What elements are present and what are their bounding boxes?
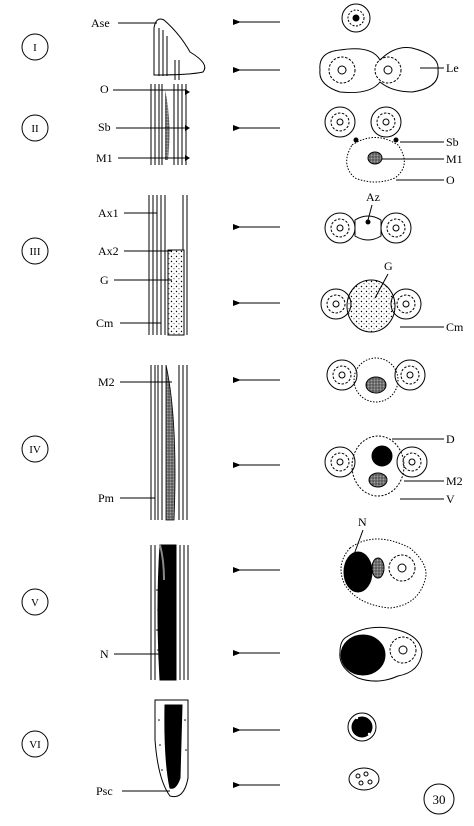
label-cm-cross: Cm: [446, 320, 464, 334]
longitudinal-section-stage-3: [148, 195, 188, 336]
svg-text:II: II: [31, 123, 39, 135]
label-m2-cross: M2: [446, 474, 463, 488]
cross-section-3: [324, 106, 405, 183]
cross-section-11: [348, 767, 380, 791]
cross-section-6: [326, 357, 426, 403]
cross-section-5: [320, 279, 422, 333]
cross-section-10: [347, 712, 377, 742]
cross-section-9: [339, 626, 423, 682]
cross-section-1: [341, 3, 371, 33]
svg-text:I: I: [33, 42, 37, 54]
label-cm: Cm: [96, 316, 114, 330]
stage-label-5: V: [21, 588, 49, 616]
svg-text:V: V: [31, 597, 39, 609]
longitudinal-section-top: [150, 18, 206, 165]
svg-text:III: III: [30, 246, 41, 258]
stage-label-3: III: [21, 237, 49, 265]
section-arrows: [233, 19, 280, 788]
label-psc: Psc: [96, 784, 113, 798]
label-m1-cross: M1: [446, 152, 463, 166]
longitudinal-section-stage-6: [154, 699, 189, 798]
label-m2: M2: [98, 375, 115, 389]
longitudinal-section-stage-5: [150, 544, 189, 681]
cross-section-8: [340, 538, 427, 609]
svg-text:30: 30: [433, 792, 446, 807]
label-g-cross: G: [384, 259, 393, 273]
cross-section-4: [324, 212, 412, 244]
stage-label-4: IV: [21, 435, 49, 463]
label-sb-cross: Sb: [446, 135, 459, 149]
page-number: 30: [423, 783, 455, 815]
svg-text:VI: VI: [29, 739, 41, 751]
svg-text:IV: IV: [29, 444, 41, 456]
label-ase: Ase: [91, 16, 110, 30]
cross-section-7: [324, 435, 428, 497]
label-sb: Sb: [98, 120, 111, 134]
label-m1: M1: [96, 151, 113, 165]
label-o-cross: O: [446, 173, 455, 187]
label-pm: Pm: [98, 491, 115, 505]
label-le: Le: [446, 61, 459, 75]
label-n: N: [100, 647, 109, 661]
label-g: G: [100, 273, 109, 287]
stage-label-1: I: [21, 33, 49, 61]
label-v: V: [446, 492, 455, 506]
label-o: O: [100, 82, 109, 96]
longitudinal-section-stage-4: [150, 364, 188, 521]
label-ax2: Ax2: [98, 244, 119, 258]
stage-label-2: II: [21, 114, 49, 142]
label-ax1: Ax1: [98, 206, 119, 220]
stage-label-6: VI: [21, 730, 49, 758]
label-az: Az: [366, 190, 380, 204]
label-d: D: [446, 432, 455, 446]
label-n-cross: N: [358, 515, 367, 529]
cross-section-2: [319, 47, 439, 93]
